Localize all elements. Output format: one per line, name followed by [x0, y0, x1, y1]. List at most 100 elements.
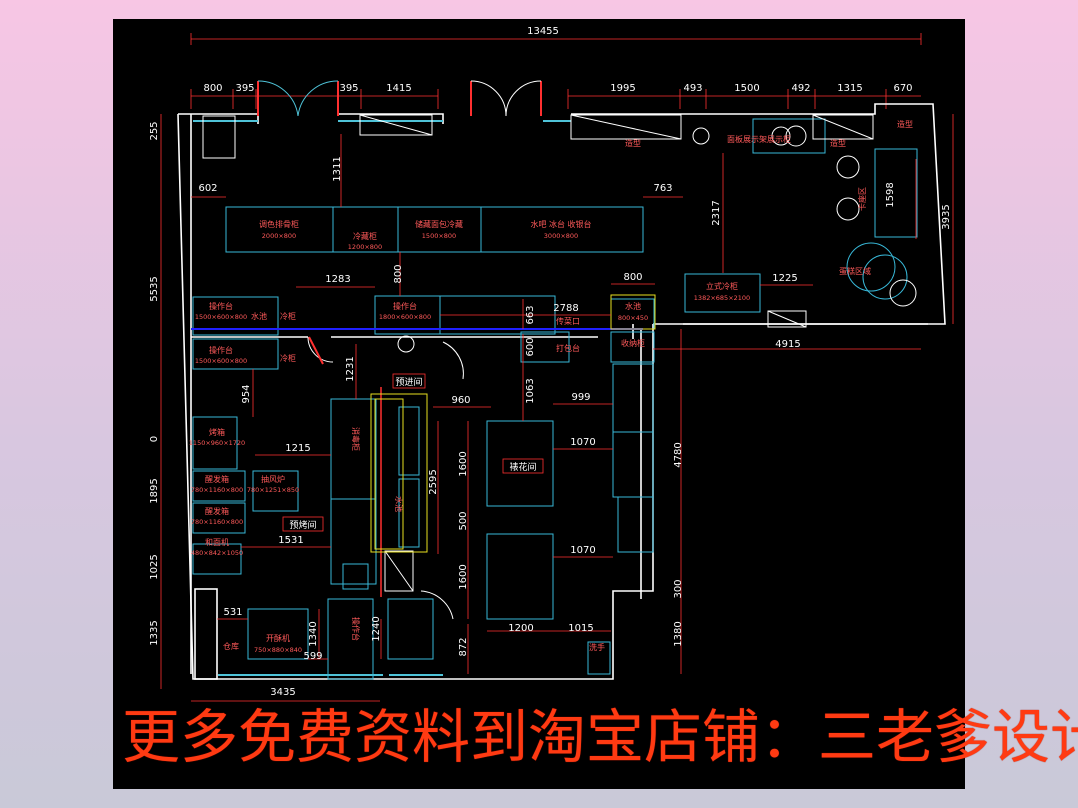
label-v-size: 1150×960×1720: [189, 439, 245, 447]
label-k: 蛋糕区域: [839, 266, 871, 276]
label-dd: 水池: [394, 496, 404, 512]
label-cc: 消毒柜: [351, 427, 361, 451]
label-x: 抽风炉: [261, 474, 285, 484]
dim-inner-21: 1070: [570, 437, 595, 448]
room-label-1: 预进间: [395, 376, 422, 388]
booth-seat: [874, 148, 918, 238]
label-b-size: 1200×800: [348, 243, 382, 251]
dim-inner-2: 763: [653, 183, 672, 194]
room-tags: [282, 373, 544, 532]
label-ee: 洗手: [589, 642, 605, 652]
dim-left-2: 0: [149, 436, 160, 442]
label-c: 储藏面包冷藏: [415, 219, 463, 229]
dim-inner-22: 500: [458, 511, 469, 530]
doors: [257, 80, 542, 620]
glazing: [193, 120, 571, 676]
label-h: 造型: [897, 119, 913, 129]
dim-inner-29: 599: [303, 651, 322, 662]
dim-inner-28: 1240: [371, 616, 382, 641]
label-y: 醒发箱: [205, 506, 229, 516]
label-a-size: 2000×800: [262, 232, 296, 240]
dim-inner-11: 600: [525, 337, 536, 356]
dim-inner-14: 1231: [345, 356, 356, 381]
label-w: 醒发箱: [205, 474, 229, 484]
label-e: 造型: [625, 138, 641, 148]
rooms-outline: [370, 294, 656, 553]
label-bb: 开酥机: [266, 633, 290, 643]
dim-top-5: 493: [683, 83, 702, 94]
round-tables: [397, 125, 917, 353]
dim-left-4: 1025: [149, 554, 160, 579]
dim-inner-3: 2317: [711, 200, 722, 225]
label-l: 操作台: [209, 301, 233, 311]
label-p: 冷柜: [280, 353, 296, 363]
label-z: 和面机: [205, 537, 229, 547]
cad-floor-plan: 13455 800 395 395 1415 1995 493 1500 492…: [113, 19, 965, 789]
dim-inner-6: 800: [393, 264, 404, 283]
dim-inner-8: 1225: [772, 273, 797, 284]
label-l-size: 1500×600×800: [195, 313, 247, 321]
dim-top-3: 1415: [386, 83, 411, 94]
dim-top-1: 395: [235, 83, 254, 94]
room-label-2: 裱花间: [509, 461, 536, 473]
label-w-size: 780×1160×800: [191, 486, 243, 494]
label-b: 冷藏柜: [353, 231, 377, 241]
label-d: 水吧 冰台 收银台: [530, 219, 591, 229]
dim-inner-18: 1215: [285, 443, 310, 454]
dim-top-0: 800: [203, 83, 222, 94]
dim-inner-24: 1070: [570, 545, 595, 556]
dim-top-4: 1995: [610, 83, 635, 94]
dim-inner-32: 1015: [568, 623, 593, 634]
label-d-size: 3000×800: [544, 232, 578, 240]
dim-inner-5: 1283: [325, 274, 350, 285]
label-q: 水池: [251, 311, 267, 321]
dim-top-9: 670: [893, 83, 912, 94]
dim-right-0: 3935: [941, 204, 952, 229]
equipment-outlines: [192, 118, 826, 680]
dim-inner-15: 1063: [525, 378, 536, 403]
side-dimension-lines: [160, 114, 954, 689]
dim-top-8: 1315: [837, 83, 862, 94]
dim-inner-25: 1531: [278, 535, 303, 546]
dim-top-6: 1500: [734, 83, 759, 94]
dim-inner-17: 999: [571, 392, 590, 403]
label-r-size: 800×450: [618, 314, 648, 322]
dim-right-1: 4780: [673, 442, 684, 467]
watermark-banner: 更多免费资料到淘宝店铺：三老爹设计: [122, 703, 1078, 771]
label-v: 烤箱: [209, 427, 225, 437]
dim-inner-20: 1600: [458, 451, 469, 476]
label-j-size: 1382×685×2100: [694, 294, 750, 302]
counters: [202, 114, 874, 592]
dim-inner-26: 531: [223, 607, 242, 618]
dim-top-total: 13455: [527, 26, 559, 37]
top-dimension-lines: [190, 33, 922, 109]
label-y-size: 780×1160×800: [191, 518, 243, 526]
room-label-3: 预烤间: [289, 519, 316, 531]
label-s: 传菜口: [556, 316, 580, 326]
label-c-size: 1500×800: [422, 232, 456, 240]
label-n: 操作台: [393, 301, 417, 311]
label-bb-size: 750×880×840: [254, 646, 302, 654]
dim-inner-30: 872: [458, 637, 469, 656]
label-x-size: 780×1251×850: [247, 486, 299, 494]
label-t: 打包台: [556, 343, 580, 353]
label-aa: 仓库: [223, 641, 239, 651]
dim-inner-33: 3435: [270, 687, 295, 698]
dim-inner-10: 663: [525, 305, 536, 324]
dim-right-3: 1380: [673, 621, 684, 646]
label-n-size: 1800×600×800: [379, 313, 431, 321]
dim-inner-16: 960: [451, 395, 470, 406]
dim-inner-23: 1600: [458, 564, 469, 589]
dim-inner-1: 602: [198, 183, 217, 194]
label-g: 造型: [830, 138, 846, 148]
label-m-size: 1500×600×800: [195, 357, 247, 365]
dim-left-5: 1335: [149, 620, 160, 645]
label-ff: 操作台: [351, 617, 361, 641]
label-o: 冷柜: [280, 311, 296, 321]
label-f: 面板展示架展示柜: [727, 134, 791, 144]
inner-dimension-lines: [191, 134, 921, 702]
dim-inner-31: 1200: [508, 623, 533, 634]
label-m: 操作台: [209, 345, 233, 355]
dim-left-1: 5535: [149, 276, 160, 301]
dim-inner-4: 1598: [885, 182, 896, 207]
